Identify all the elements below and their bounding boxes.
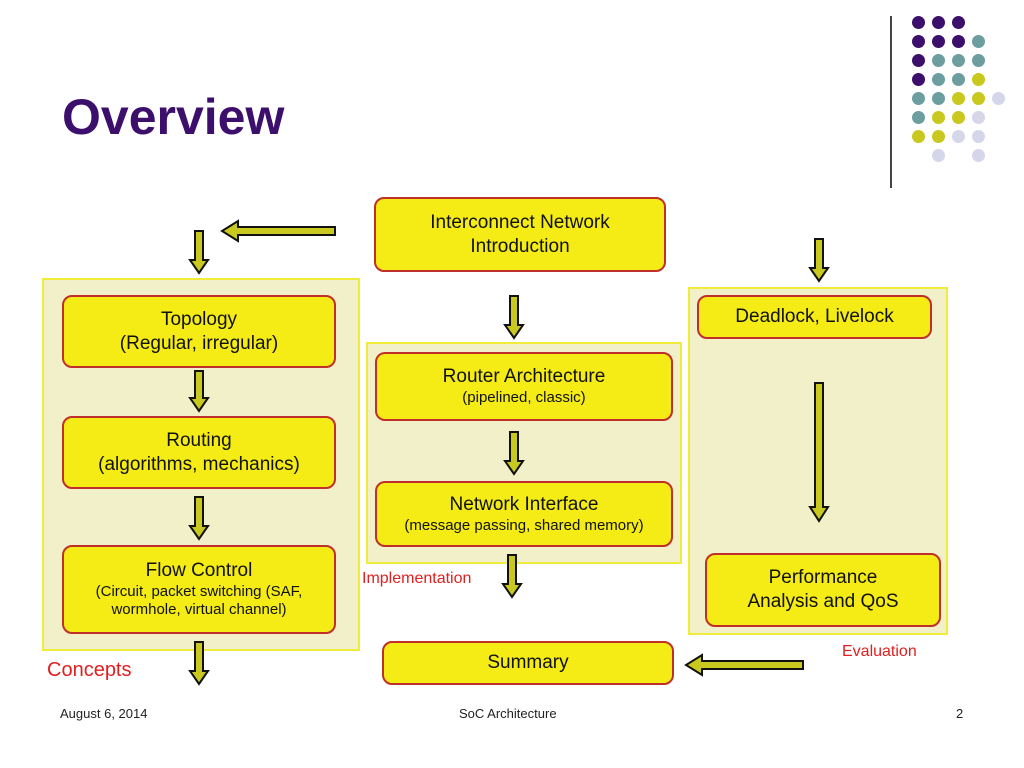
decorative-dot <box>972 111 985 124</box>
footer-center: SoC Architecture <box>459 706 557 721</box>
evaluation-label: Evaluation <box>842 643 917 660</box>
footer-page-number: 2 <box>956 706 964 721</box>
performance-line1: Performance <box>768 567 878 589</box>
topology-subtitle: (Regular, irregular) <box>119 332 279 354</box>
footer-date: August 6, 2014 <box>60 706 148 721</box>
arrow-down-topology <box>188 230 210 275</box>
decorative-dot <box>932 35 945 48</box>
routing-title: Routing <box>166 429 232 451</box>
intro-line2: Introduction <box>470 235 570 257</box>
arrow-left-to-summary <box>684 653 804 677</box>
decorative-dot <box>912 92 925 105</box>
arrow-down-performance <box>808 382 830 523</box>
arrow-down-deadlock <box>808 238 830 283</box>
flow-control-subtitle-2: wormhole, virtual channel) <box>111 601 287 619</box>
router-subtitle: (pipelined, classic) <box>462 389 586 406</box>
performance-line2: Analysis and QoS <box>747 591 899 612</box>
summary-box[interactable]: Summary <box>382 641 674 685</box>
intro-box[interactable]: Interconnect Network Introduction <box>374 197 666 272</box>
decorative-dot <box>932 149 945 162</box>
arrow-down-flow <box>188 496 210 541</box>
routing-box[interactable]: Routing (algorithms, mechanics) <box>62 416 336 489</box>
ni-subtitle: (message passing, shared memory) <box>404 516 644 534</box>
decorative-dot <box>952 35 965 48</box>
decorative-dot <box>952 92 965 105</box>
implementation-label: Implementation <box>362 570 472 587</box>
performance-box[interactable]: Performance Analysis and QoS <box>705 553 941 627</box>
flow-control-subtitle-1: (Circuit, packet switching (SAF, <box>95 582 303 600</box>
arrow-down-router <box>503 295 525 340</box>
routing-subtitle: (algorithms, mechanics) <box>98 453 300 475</box>
decorative-dot <box>952 130 965 143</box>
arrow-down-concepts-out <box>188 641 210 686</box>
decorative-dot <box>932 111 945 124</box>
decorative-dot <box>972 130 985 143</box>
slide-title: Overview <box>62 89 285 145</box>
decorative-dot <box>972 73 985 86</box>
router-architecture-box[interactable]: Router Architecture (pipelined, classic) <box>375 352 673 421</box>
decorative-dot <box>912 16 925 29</box>
arrow-down-summary <box>501 554 523 599</box>
arrow-down-routing <box>188 370 210 413</box>
arrow-down-ni <box>503 431 525 476</box>
deadlock-box[interactable]: Deadlock, Livelock <box>697 295 932 339</box>
decorative-dot <box>952 111 965 124</box>
decorative-dot <box>992 92 1005 105</box>
network-interface-box[interactable]: Network Interface (message passing, shar… <box>375 481 673 547</box>
topology-box[interactable]: Topology (Regular, irregular) <box>62 295 336 368</box>
flow-control-title: Flow Control <box>145 559 253 581</box>
decorative-dot <box>972 35 985 48</box>
router-title: Router Architecture <box>442 366 606 388</box>
decorative-dot <box>912 130 925 143</box>
decorative-dot <box>932 54 945 67</box>
decorative-dot <box>972 54 985 67</box>
intro-line1: Interconnect Network <box>430 211 610 233</box>
decorative-dot <box>912 35 925 48</box>
decorative-dot <box>912 73 925 86</box>
decorative-dot <box>972 149 985 162</box>
summary-title: Summary <box>487 652 569 674</box>
topology-title: Topology <box>160 308 238 330</box>
divider-line <box>890 16 892 188</box>
deadlock-title: Deadlock, Livelock <box>735 306 894 328</box>
decorative-dot <box>932 73 945 86</box>
decorative-dot <box>912 111 925 124</box>
concepts-label: Concepts <box>47 659 132 681</box>
decorative-dot <box>932 16 945 29</box>
decorative-dot <box>952 16 965 29</box>
arrow-left-from-intro <box>220 219 336 243</box>
decorative-dot <box>972 92 985 105</box>
flow-control-box[interactable]: Flow Control (Circuit, packet switching … <box>62 545 336 634</box>
decorative-dot <box>952 54 965 67</box>
decorative-dot <box>912 54 925 67</box>
decorative-dot <box>952 73 965 86</box>
decorative-dot <box>932 130 945 143</box>
decorative-dot <box>932 92 945 105</box>
ni-title: Network Interface <box>449 493 599 515</box>
